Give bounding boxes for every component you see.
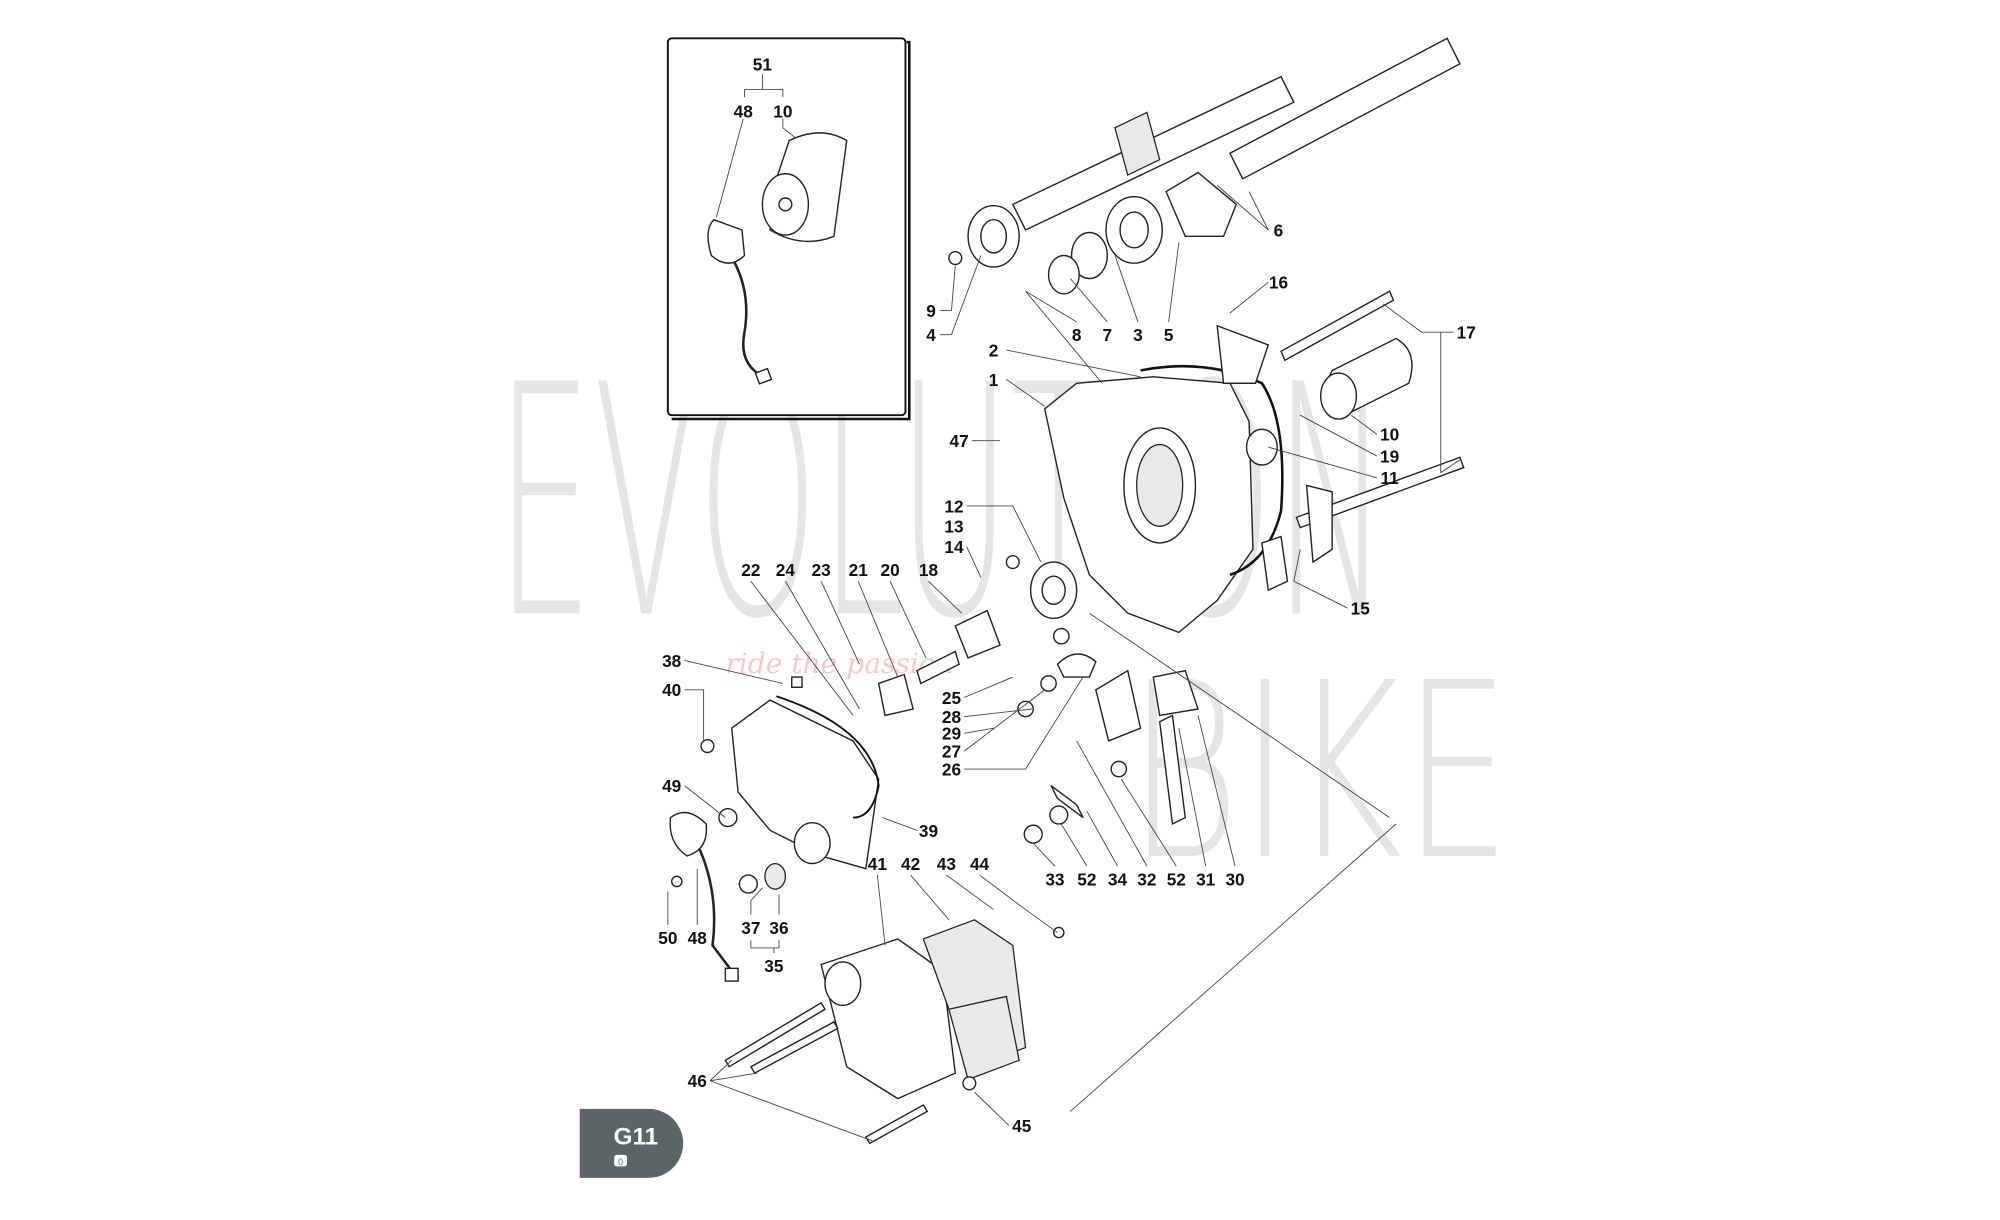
part-label: 48 [734,102,754,122]
part-label: 9 [926,301,936,321]
part-label: 36 [769,918,788,938]
part-label: 24 [776,560,796,580]
part-label: 16 [1269,273,1288,293]
part-label: 1 [989,370,999,390]
part-label: 23 [812,560,831,580]
part-label: 45 [1012,1116,1032,1136]
part-labels: 9 4 8 7 3 5 6 16 17 2 1 10 19 11 47 12 1… [658,220,1476,1136]
sprocket-cover [724,919,1065,1145]
part-label: 40 [662,680,681,700]
part-label: 15 [1351,598,1371,618]
part-label: 20 [881,560,900,580]
part-label: 13 [944,517,963,537]
page-badge: G11 0 [579,1108,684,1178]
part-label: 49 [662,776,681,796]
part-label: 34 [1108,869,1128,889]
part-label: 11 [1381,468,1400,488]
part-label: 5 [1164,325,1174,345]
part-label: 37 [741,918,760,938]
part-label: 22 [741,560,760,580]
part-label: 25 [942,688,962,708]
part-label: 47 [950,431,969,451]
part-label: 33 [1045,869,1064,889]
shift-drum-icon [761,132,848,243]
part-label: 19 [1380,446,1399,466]
part-label: 51 [753,54,773,74]
part-label: 10 [773,102,792,122]
part-label: 18 [919,560,939,580]
selector-assembly [877,555,1199,844]
bearings [948,171,1238,295]
part-label: 21 [849,560,869,580]
part-label: 12 [944,496,963,516]
part-label: 14 [944,537,964,557]
part-label: 10 [1380,425,1399,445]
inset-box: 51 48 10 [666,37,911,421]
part-label: 41 [868,854,888,874]
part-label: 29 [942,724,961,744]
part-label: 46 [688,1071,707,1091]
part-label: 39 [919,821,938,841]
leader-lines [667,184,1461,1142]
part-label: 6 [1274,220,1284,240]
part-label: 43 [937,854,956,874]
part-label: 44 [970,854,990,874]
part-label: 35 [764,956,784,976]
part-label: 52 [1167,869,1186,889]
shift-forks-and-rods [1216,290,1465,592]
shafts [1011,37,1461,231]
part-label: 42 [901,854,920,874]
part-label: 52 [1077,869,1096,889]
part-label: 4 [926,325,936,345]
part-label: 30 [1225,869,1244,889]
part-label: 8 [1072,325,1082,345]
part-label: 7 [1103,325,1113,345]
side-cover [669,676,880,982]
badge-revision: 0 [618,1157,623,1167]
part-label: 2 [989,340,999,360]
watermark-bike: BIKE [1128,632,1511,914]
part-label: 27 [942,742,961,762]
part-label: 17 [1457,323,1476,343]
part-label: 31 [1196,869,1216,889]
badge-code: G11 [614,1124,659,1151]
part-label: 32 [1137,869,1156,889]
part-label: 28 [942,707,962,727]
part-label: 50 [658,928,677,948]
part-label: 48 [688,928,708,948]
part-label: 38 [662,651,682,671]
gear-sensor-icon [707,218,773,385]
part-label: 26 [942,759,961,779]
part-label: 3 [1133,325,1143,345]
